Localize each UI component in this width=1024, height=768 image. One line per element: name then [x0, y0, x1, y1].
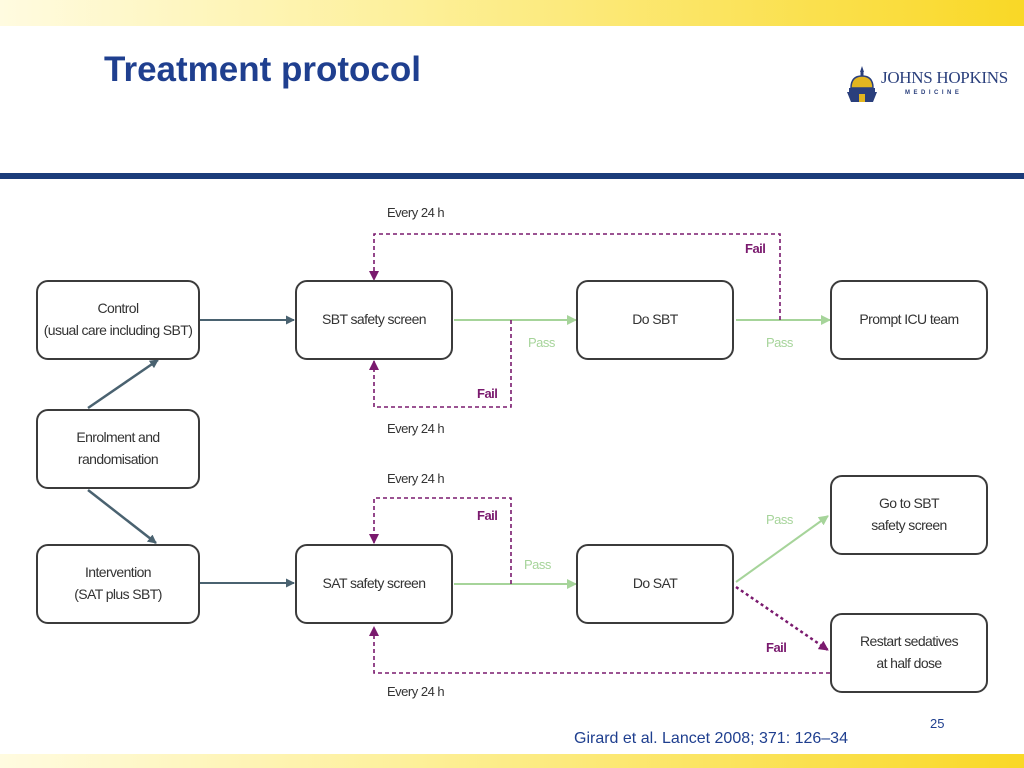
bottom-decorative-band: [0, 754, 1024, 768]
dome-emblem-icon: [847, 66, 877, 102]
label-fail-do-sat: Fail: [766, 640, 787, 655]
box-restart-label: Restart sedatives at half dose: [860, 633, 959, 671]
top-decorative-band: [0, 0, 1024, 26]
loop-restart-to-sat-screen: [369, 626, 830, 674]
label-fail-sbt-screen: Fail: [477, 386, 498, 401]
label-fail-sat-screen: Fail: [477, 508, 498, 523]
box-do-sbt-label: Do SBT: [632, 311, 678, 328]
label-every-24h-sat-top: Every 24 h: [387, 471, 445, 486]
box-sat-screen-label: SAT safety screen: [322, 575, 426, 592]
box-enrolment-label: Enrolment and randomisation: [76, 429, 160, 467]
box-intervention-label: Intervention (SAT plus SBT): [74, 564, 162, 602]
loop-sat-screen-fail: [369, 497, 512, 584]
arrow-do-sat-pass: [735, 515, 829, 583]
label-pass-sbt-screen: Pass: [528, 335, 555, 350]
header-rule: [0, 173, 1024, 179]
citation: Girard et al. Lancet 2008; 371: 126–34: [574, 730, 848, 747]
box-go-sbt-label: Go to SBT safety screen: [871, 495, 947, 533]
arrow-enrolment-to-intervention: [87, 489, 157, 544]
box-go-sbt: Go to SBT safety screen: [830, 475, 988, 555]
box-intervention: Intervention (SAT plus SBT): [36, 544, 200, 624]
box-do-sat-label: Do SAT: [632, 575, 678, 592]
box-sbt-screen: SBT safety screen: [295, 280, 453, 360]
arrow-do-sat-fail: [735, 585, 829, 652]
box-enrolment: Enrolment and randomisation: [36, 409, 200, 489]
logo-name: JOHNS HOPKINS: [881, 68, 1008, 87]
box-prompt-icu-label: Prompt ICU team: [859, 311, 959, 328]
loop-do-sbt-fail: [369, 233, 781, 320]
box-do-sat: Do SAT: [576, 544, 734, 624]
box-restart: Restart sedatives at half dose: [830, 613, 988, 693]
label-pass-do-sbt: Pass: [766, 335, 793, 350]
box-sat-screen: SAT safety screen: [295, 544, 453, 624]
loop-sbt-screen-fail: [369, 320, 512, 408]
label-fail-do-sbt: Fail: [745, 241, 766, 256]
logo-subtitle: MEDICINE: [905, 90, 963, 96]
arrow-enrolment-to-control: [87, 358, 159, 410]
box-sbt-screen-label: SBT safety screen: [322, 311, 427, 328]
box-prompt-icu: Prompt ICU team: [830, 280, 988, 360]
label-pass-sat-screen: Pass: [524, 557, 551, 572]
slide-title: Treatment protocol: [104, 50, 421, 89]
page-number: 25: [930, 716, 945, 731]
box-control: Control (usual care including SBT): [36, 280, 200, 360]
label-every-24h-bottom: Every 24 h: [387, 684, 445, 699]
label-pass-do-sat: Pass: [766, 512, 793, 527]
label-every-24h-middle: Every 24 h: [387, 421, 445, 436]
box-control-label: Control (usual care including SBT): [43, 300, 193, 338]
johns-hopkins-logo: JOHNS HOPKINS MEDICINE: [845, 62, 1008, 106]
label-every-24h-top: Every 24 h: [387, 205, 445, 220]
box-do-sbt: Do SBT: [576, 280, 734, 360]
